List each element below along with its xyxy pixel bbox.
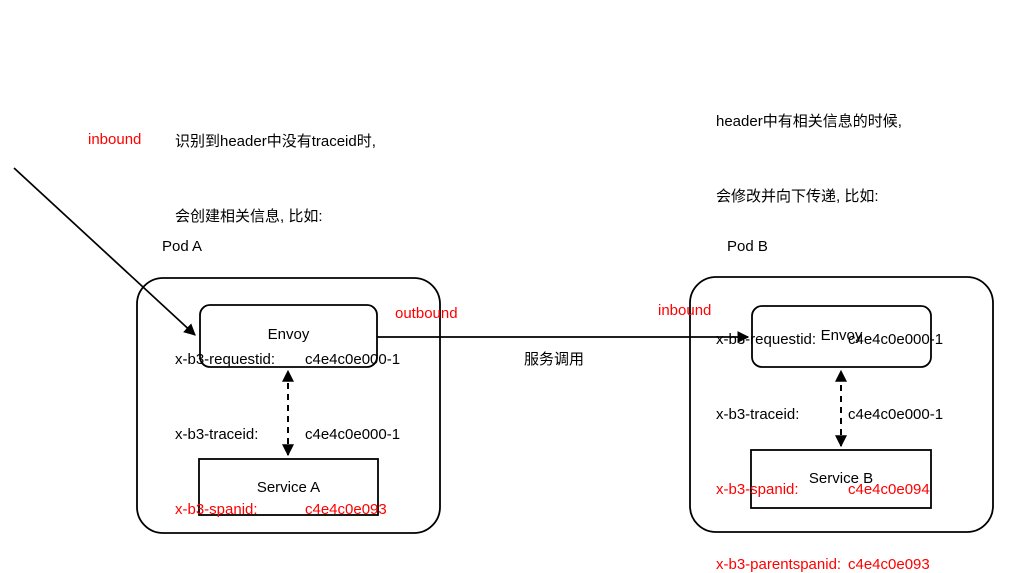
envoy-b-label: Envoy (820, 327, 863, 344)
service-b-box[interactable] (750, 449, 932, 509)
left-note-header-1: x-b3-requestid: c4e4c0e000-1 (175, 347, 400, 372)
label-inbound-left: inbound (88, 131, 142, 148)
left-note-header-2: x-b3-traceid: c4e4c0e000-1 (175, 422, 400, 447)
right-note-header-3: x-b3-spanid: c4e4c0e094 (716, 477, 943, 502)
pod-b-label: Pod B (727, 238, 768, 255)
left-note-header-3: x-b3-spanid: c4e4c0e093 (175, 497, 400, 522)
right-note-header-1-key: x-b3-requestid: (716, 331, 817, 348)
right-note-header-2-value: c4e4c0e000-1 (848, 406, 944, 423)
service-a-box[interactable] (198, 458, 379, 516)
right-note-header-1: x-b3-requestid: c4e4c0e000-1 (716, 327, 943, 352)
right-note-line-1: header中有相关信息的时候, (716, 113, 902, 130)
envoy-a-label: Envoy (267, 326, 310, 343)
left-note-header-1-key: x-b3-requestid: (175, 351, 276, 368)
left-note-header-1-value: c4e4c0e000-1 (305, 351, 401, 368)
left-note-header-2-value: c4e4c0e000-1 (305, 426, 401, 443)
left-note-line-2: 会创建相关信息, 比如: (175, 208, 323, 225)
label-outbound-a: outbound (395, 305, 458, 322)
right-note-header-4-value: c4e4c0e093 (848, 556, 930, 573)
inbound-arrow-to-envoy-a (13, 167, 196, 336)
left-note-header-2-key: x-b3-traceid: (175, 426, 259, 443)
right-note-header-4-key: x-b3-parentspanid: (716, 556, 842, 573)
label-inbound-b: inbound (658, 302, 712, 319)
envoy-a-box[interactable] (199, 304, 378, 368)
left-note-spacer (175, 279, 400, 297)
right-note-header-3-value: c4e4c0e094 (848, 481, 930, 498)
service-a-label: Service A (256, 479, 321, 496)
right-note-header-2-key: x-b3-traceid: (716, 406, 800, 423)
label-service-call: 服务调用 (524, 351, 585, 368)
left-note-header-3-key: x-b3-spanid: (175, 501, 258, 518)
right-note-header-1-value: c4e4c0e000-1 (848, 331, 944, 348)
right-note-block: header中有相关信息的时候, 会修改并向下传递, 比如: x-b3-requ… (716, 59, 943, 573)
pod-a-boundary (136, 277, 441, 534)
left-note-block: 识别到header中没有traceid时, 会创建相关信息, 比如: x-b3-… (175, 79, 400, 572)
right-note-header-4: x-b3-parentspanid: c4e4c0e093 (716, 552, 943, 573)
right-note-header-3-key: x-b3-spanid: (716, 481, 799, 498)
pod-b-boundary (689, 276, 994, 533)
pod-a-label: Pod A (162, 238, 203, 255)
left-note-header-3-value: c4e4c0e093 (305, 501, 387, 518)
right-note-line-2: 会修改并向下传递, 比如: (716, 188, 879, 205)
left-note-line-1: 识别到header中没有traceid时, (175, 133, 376, 150)
right-note-header-2: x-b3-traceid: c4e4c0e000-1 (716, 402, 943, 427)
right-note-spacer (716, 259, 943, 277)
service-b-label: Service B (808, 470, 874, 487)
envoy-b-box[interactable] (751, 305, 932, 368)
